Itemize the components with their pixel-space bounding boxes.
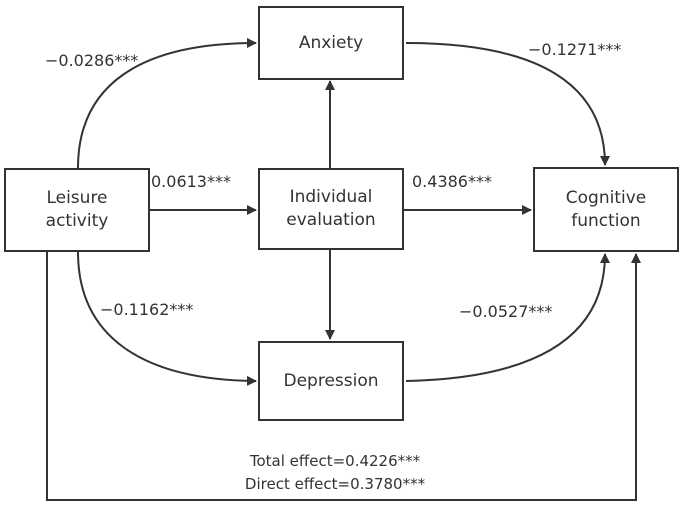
edge-depression-cognitive [405, 253, 610, 382]
node-cognitive-function: Cognitive function [533, 167, 679, 252]
node-individual-evaluation: Individual evaluation [258, 168, 404, 250]
edge-leisure-depression [77, 251, 257, 386]
coef-leisure-evaluation: 0.0613*** [151, 172, 231, 191]
edge-leisure-anxiety [77, 38, 257, 169]
node-depression-label: Depression [283, 370, 379, 391]
coef-leisure-anxiety: −0.0286*** [45, 51, 139, 70]
node-anxiety-label: Anxiety [298, 32, 364, 53]
node-anxiety: Anxiety [258, 6, 404, 80]
coef-anxiety-cognitive: −0.1271*** [528, 40, 622, 59]
total-effect-label: Total effect=0.4226*** [249, 452, 421, 470]
edge-anxiety-cognitive [405, 42, 610, 166]
node-depression: Depression [258, 341, 404, 421]
coef-depression-cognitive: −0.0527*** [459, 302, 553, 321]
coef-evaluation-cognitive: 0.4386*** [412, 172, 492, 191]
direct-effect-label: Direct effect=0.3780*** [244, 475, 426, 493]
node-leisure-activity: Leisure activity [4, 168, 150, 252]
node-cognitive-function-label: Cognitive function [565, 187, 647, 231]
node-individual-evaluation-label: Individual evaluation [286, 187, 376, 230]
node-leisure-activity-label: Leisure activity [45, 188, 109, 231]
coef-leisure-depression: −0.1162*** [100, 300, 194, 319]
edge-leisure-cognitive-direct [46, 252, 641, 501]
